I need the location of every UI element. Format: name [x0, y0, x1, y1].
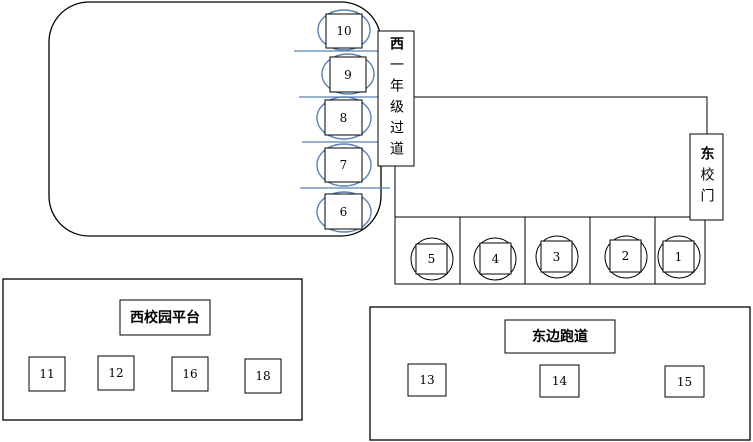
box-8 — [324, 99, 363, 136]
east-gate-box — [689, 133, 724, 221]
route-line — [414, 96, 708, 134]
ellipse-9 — [321, 53, 375, 95]
ellipse-8 — [316, 96, 372, 140]
box-15 — [664, 365, 705, 398]
ellipse-10 — [317, 9, 371, 51]
circle-3 — [535, 235, 579, 279]
box-7 — [324, 147, 363, 183]
east-track-title-box — [504, 319, 616, 354]
east-gate-label-bold: 东 — [698, 145, 715, 167]
label-1: 1 — [674, 249, 683, 264]
label-15: 15 — [676, 374, 693, 389]
circle-1 — [657, 235, 701, 279]
box-14 — [539, 364, 580, 398]
east-track-area — [369, 306, 751, 441]
label-13: 13 — [419, 373, 435, 387]
box-3 — [540, 240, 573, 273]
box-13 — [407, 363, 447, 397]
east-track-label: 东边跑道 — [532, 328, 588, 345]
label-11: 11 — [39, 367, 55, 381]
east-gate-label: 东校门 — [690, 134, 723, 220]
label-2: 2 — [621, 249, 630, 263]
box-4 — [479, 242, 512, 275]
box-10 — [325, 13, 363, 49]
west-corridor-label-rest: 一年级过道 — [388, 56, 404, 162]
circle-4 — [473, 237, 517, 281]
label-18: 18 — [255, 369, 271, 383]
station-area-outline — [394, 166, 706, 285]
box-16 — [171, 356, 209, 392]
west-platform-area — [2, 278, 303, 421]
east-gate-label-rest: 校门 — [698, 166, 715, 209]
box-18 — [244, 358, 282, 394]
box-1 — [662, 240, 695, 273]
circle-2 — [604, 235, 648, 279]
box-12 — [97, 355, 135, 391]
box-11 — [28, 356, 66, 392]
label-9: 9 — [344, 67, 352, 82]
ellipse-7 — [316, 143, 372, 187]
box-9 — [329, 56, 367, 93]
box-6 — [324, 193, 363, 230]
label-6: 6 — [339, 204, 348, 219]
label-4: 4 — [491, 251, 500, 266]
label-12: 12 — [108, 366, 124, 380]
circle-5 — [410, 237, 454, 281]
label-16: 16 — [182, 367, 198, 381]
west-corridor-label: 西一年级过道 — [378, 31, 414, 166]
west-corridor-box — [377, 30, 415, 167]
label-3: 3 — [552, 249, 561, 264]
west-platform-title-box — [119, 299, 211, 336]
box-2 — [609, 239, 642, 273]
label-7: 7 — [339, 158, 348, 172]
label-8: 8 — [339, 110, 348, 125]
box-5 — [415, 243, 448, 275]
label-14: 14 — [551, 374, 568, 388]
label-5: 5 — [427, 252, 436, 266]
west-platform-label: 西校园平台 — [130, 309, 200, 326]
ellipse-6 — [316, 191, 372, 233]
west-corridor-label-bold: 西 — [388, 35, 404, 57]
label-10: 10 — [336, 24, 352, 38]
